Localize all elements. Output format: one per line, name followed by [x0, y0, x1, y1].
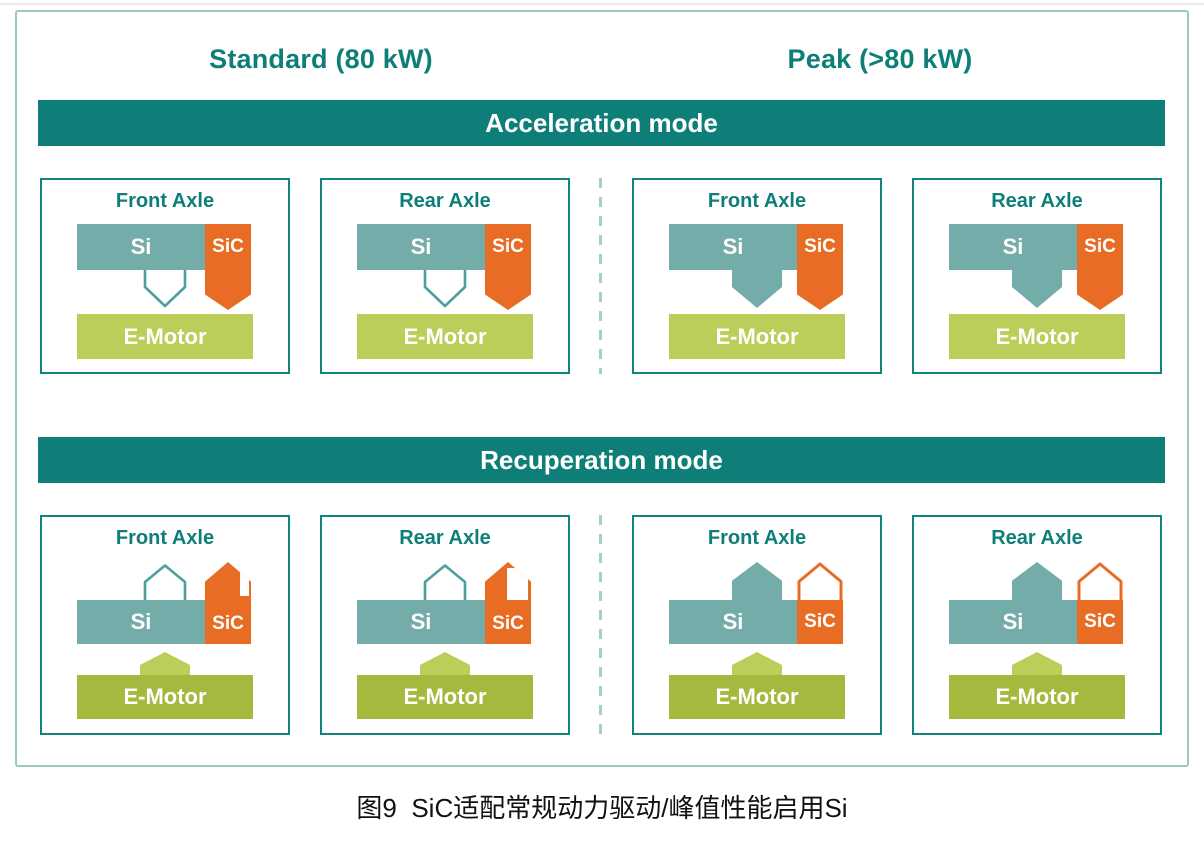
sic-flow-outline-arrow-icon — [1077, 562, 1123, 603]
si-flow-arrow-icon — [1012, 562, 1062, 602]
emotor-flow-arrow-icon — [140, 652, 190, 676]
emotor-block: E-Motor — [669, 314, 845, 359]
axle-box-accel-peak-rear: Rear Axle Si SiC E-Motor — [912, 178, 1162, 374]
si-block: Si — [949, 224, 1077, 270]
sic-block: SiC — [485, 224, 531, 310]
recuperation-mode-banner: Recuperation mode — [38, 437, 1165, 483]
axle-box-title: Rear Axle — [991, 190, 1083, 212]
column-divider-dashed — [599, 515, 602, 735]
axle-box-recup-standard-rear: Rear Axle Si SiC E-Motor — [320, 515, 570, 735]
acceleration-mode-banner: Acceleration mode — [38, 100, 1165, 146]
axle-box-title: Front Axle — [707, 527, 807, 549]
si-flow-arrow-icon — [732, 269, 782, 308]
sic-notch — [507, 568, 528, 600]
axle-box-accel-standard-rear: Rear Axle Si SiC E-Motor — [320, 178, 570, 374]
emotor-block: E-Motor — [77, 314, 253, 359]
axle-box-title: Front Axle — [115, 527, 215, 549]
emotor-block: E-Motor — [77, 675, 253, 719]
axle-box-accel-peak-front: Front Axle Si SiC E-Motor — [632, 178, 882, 374]
sic-notch — [240, 568, 249, 596]
standard-column-header: Standard (80 kW) — [209, 44, 433, 74]
sic-block: SiC — [797, 600, 843, 644]
axle-box-title: Front Axle — [707, 190, 807, 212]
axle-box-title: Front Axle — [115, 190, 215, 212]
figure-caption: 图9 SiC适配常规动力驱动/峰值性能启用Si — [356, 793, 848, 823]
sic-block-label: SiC — [212, 236, 244, 257]
sic-block: SiC — [797, 224, 843, 310]
si-block: Si — [357, 600, 485, 644]
emotor-flow-arrow-icon — [420, 652, 470, 676]
page-top-rule — [0, 3, 1204, 5]
sic-block-label: SiC — [804, 236, 836, 257]
axle-box-title: Rear Axle — [991, 527, 1083, 549]
emotor-block: E-Motor — [357, 314, 533, 359]
si-block: Si — [77, 600, 205, 644]
emotor-block: E-Motor — [669, 675, 845, 719]
sic-block-label: SiC — [804, 611, 836, 632]
si-block: Si — [669, 224, 797, 270]
si-flow-outline-arrow-icon — [423, 564, 467, 601]
sic-block-label: SiC — [492, 236, 524, 257]
si-flow-outline-arrow-icon — [143, 564, 187, 601]
sic-block-label: SiC — [1084, 236, 1116, 257]
si-flow-outline-arrow-icon — [423, 270, 467, 308]
si-flow-outline-arrow-icon — [143, 270, 187, 308]
si-flow-arrow-icon — [1012, 269, 1062, 308]
emotor-block: E-Motor — [949, 314, 1125, 359]
emotor-flow-arrow-icon — [732, 652, 782, 676]
axle-box-title: Rear Axle — [399, 527, 491, 549]
si-block: Si — [949, 600, 1077, 644]
axle-box-recup-standard-front: Front Axle Si SiC E-Motor — [40, 515, 290, 735]
si-flow-arrow-icon — [732, 562, 782, 602]
si-block: Si — [77, 224, 205, 270]
si-block: Si — [669, 600, 797, 644]
sic-block-label: SiC — [1084, 611, 1116, 632]
column-divider-dashed — [599, 178, 602, 374]
emotor-block: E-Motor — [357, 675, 533, 719]
sic-flow-outline-arrow-icon — [797, 562, 843, 603]
emotor-block: E-Motor — [949, 675, 1125, 719]
axle-box-recup-peak-rear: Rear Axle Si SiC E-Motor — [912, 515, 1162, 735]
axle-box-recup-peak-front: Front Axle Si SiC E-Motor — [632, 515, 882, 735]
sic-block: SiC — [485, 562, 531, 644]
peak-column-header: Peak (>80 kW) — [787, 44, 973, 74]
sic-block: SiC — [1077, 600, 1123, 644]
axle-box-accel-standard-front: Front Axle Si SiC E-Motor — [40, 178, 290, 374]
sic-block: SiC — [205, 562, 251, 644]
si-block: Si — [357, 224, 485, 270]
sic-block: SiC — [1077, 224, 1123, 310]
sic-block-label: SiC — [212, 613, 244, 634]
sic-block-label: SiC — [492, 613, 524, 634]
sic-block: SiC — [205, 224, 251, 310]
axle-box-title: Rear Axle — [399, 190, 491, 212]
emotor-flow-arrow-icon — [1012, 652, 1062, 676]
